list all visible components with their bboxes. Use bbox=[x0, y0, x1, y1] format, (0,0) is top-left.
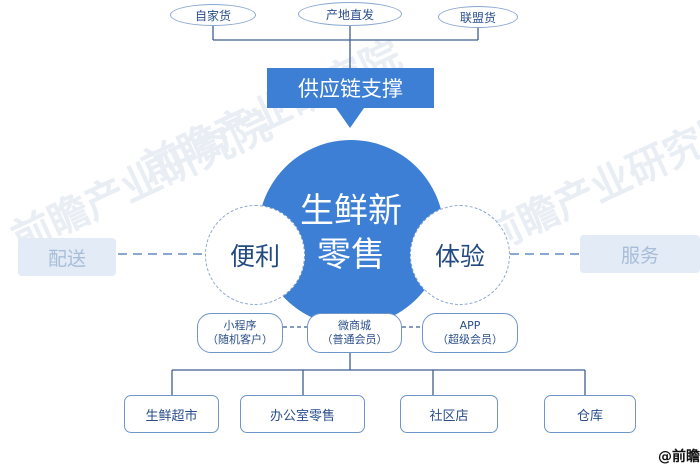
supply-chain-box: 供应链支撑 bbox=[267, 68, 434, 108]
channel-2-line-2: （普通会员） bbox=[321, 333, 388, 346]
core-title-line-1: 生鲜新 bbox=[300, 191, 402, 231]
channel-micro-mall: 微商城 （普通会员） bbox=[307, 313, 402, 353]
channel-2-line-1: 微商城 bbox=[338, 319, 371, 332]
circle-convenience: 便利 bbox=[205, 205, 305, 305]
channel-1-line-2: （随机客户） bbox=[207, 333, 273, 346]
side-box-delivery: 配送 bbox=[18, 238, 116, 276]
channel-mini-program: 小程序 （随机客户） bbox=[197, 313, 283, 353]
source-oval-1: 自家货 bbox=[170, 4, 256, 26]
outlet-community-store: 社区店 bbox=[400, 395, 498, 433]
core-title-line-2: 零售 bbox=[317, 235, 385, 275]
channel-app: APP （超级会员） bbox=[422, 313, 518, 353]
circle-experience: 体验 bbox=[410, 205, 510, 305]
outlet-fresh-supermarket: 生鲜超市 bbox=[124, 395, 219, 433]
footer-source: @前瞻 bbox=[658, 449, 700, 465]
channel-3-line-1: APP bbox=[459, 319, 481, 332]
source-oval-3: 联盟货 bbox=[438, 6, 518, 28]
source-oval-2: 产地直发 bbox=[298, 2, 402, 26]
channel-1-line-1: 小程序 bbox=[223, 319, 257, 332]
side-box-service: 服务 bbox=[580, 235, 700, 273]
outlet-warehouse: 仓库 bbox=[544, 395, 636, 433]
outlet-office-retail: 办公室零售 bbox=[240, 395, 365, 433]
channel-3-line-2: （超级会员） bbox=[437, 333, 503, 346]
